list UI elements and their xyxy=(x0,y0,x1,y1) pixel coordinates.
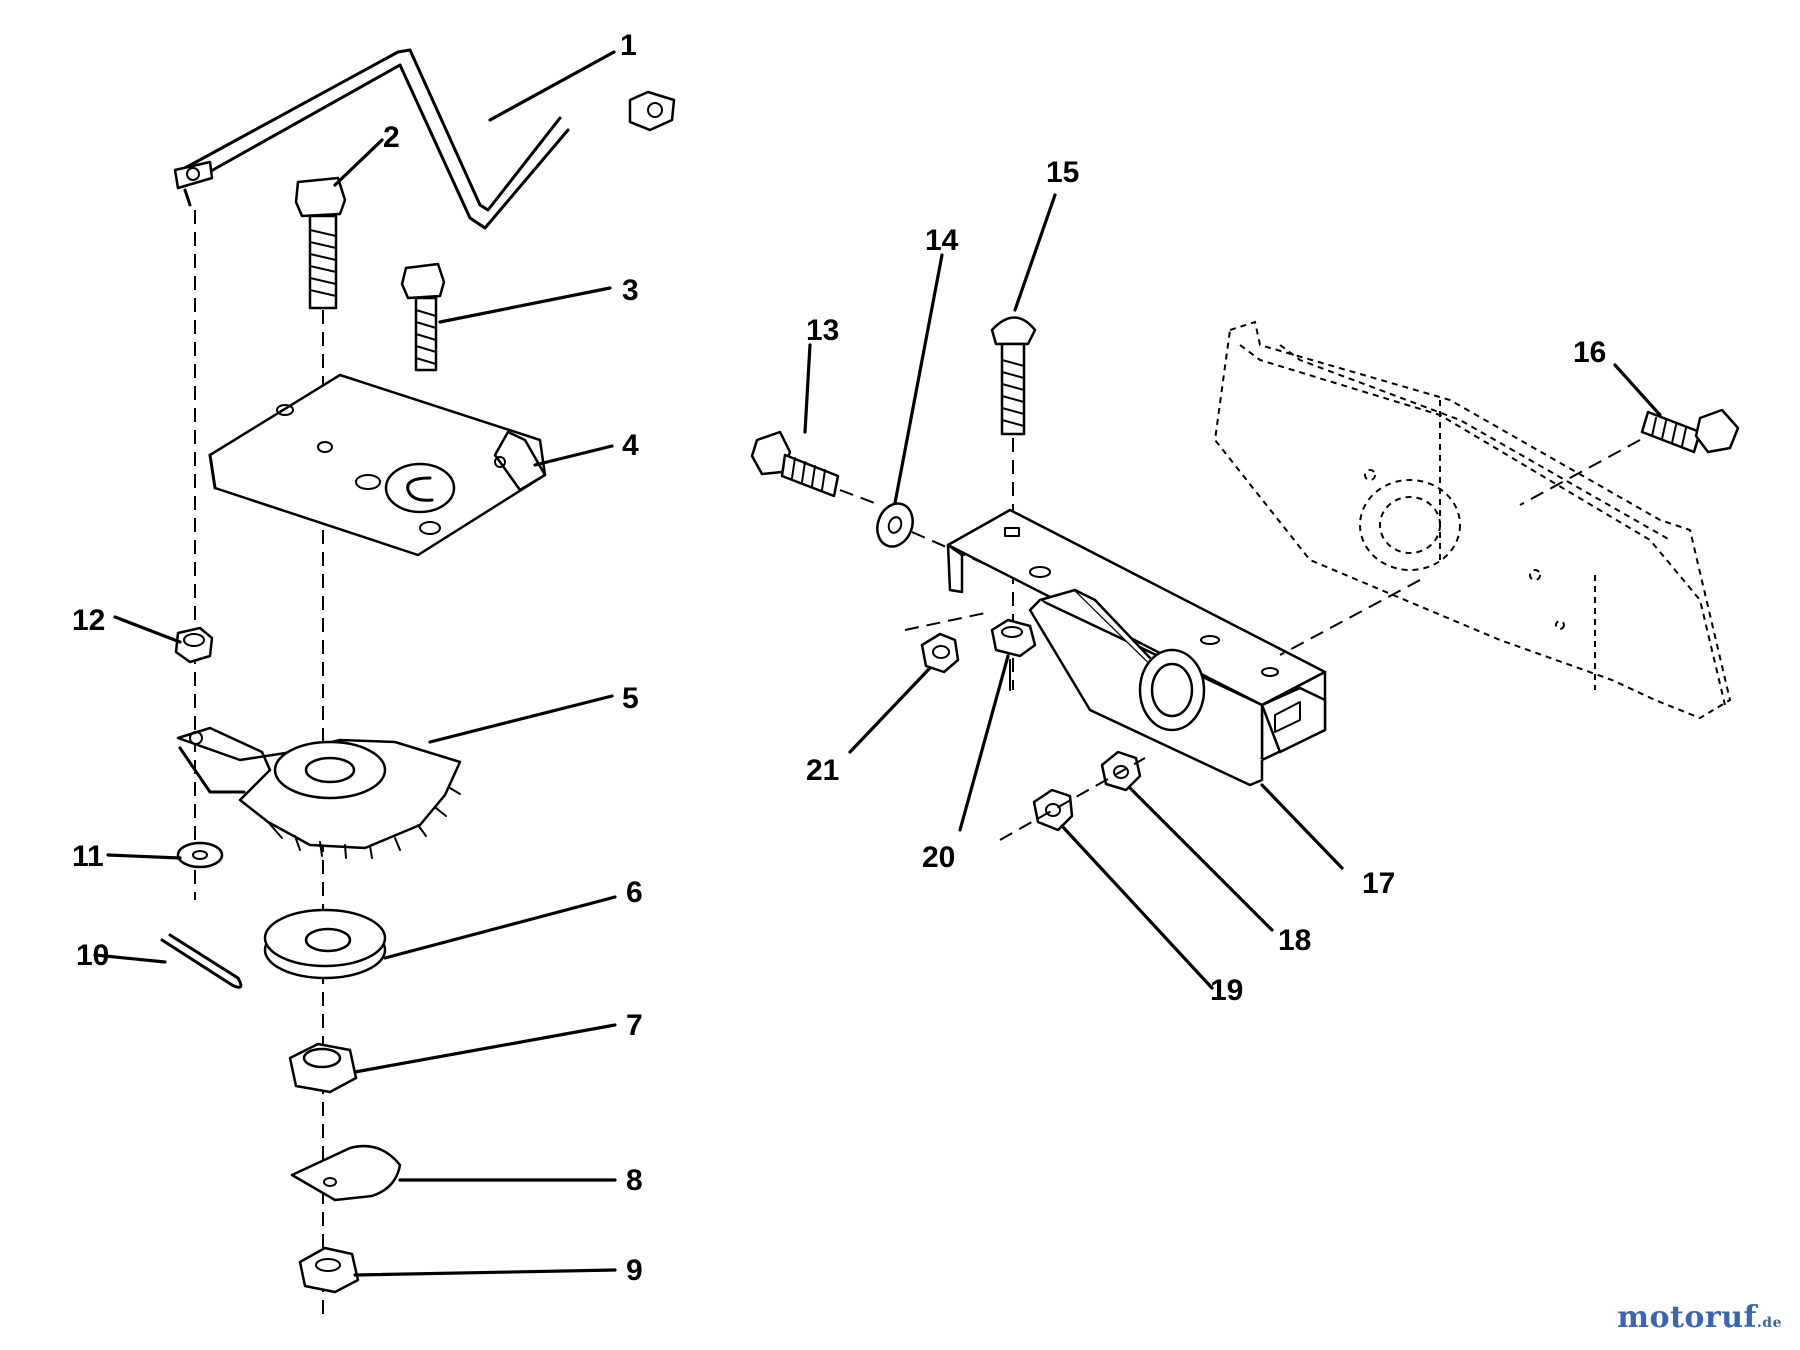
part-7-nut xyxy=(288,1042,358,1094)
part-16-bolt xyxy=(1640,408,1740,454)
part-12-nut xyxy=(174,626,214,664)
part-21-nut xyxy=(920,632,960,674)
part-20-nut xyxy=(990,618,1037,658)
callout-10: 10 xyxy=(76,939,109,972)
callout-21: 21 xyxy=(806,754,839,787)
watermark-brand: motoruf xyxy=(1617,1300,1757,1335)
callout-19: 19 xyxy=(1210,974,1243,1007)
callout-labels: 1 2 3 4 5 6 7 8 9 10 11 12 13 14 15 16 1… xyxy=(72,29,1606,1287)
callout-15: 15 xyxy=(1046,156,1079,189)
part-9-nut xyxy=(298,1246,360,1294)
callout-2: 2 xyxy=(383,121,400,154)
part-1-shift-rod xyxy=(173,48,676,230)
callout-17: 17 xyxy=(1362,867,1395,900)
callout-6: 6 xyxy=(626,876,643,909)
callout-12: 12 xyxy=(72,604,105,637)
part-16-frame-outline xyxy=(1213,320,1732,720)
callout-5: 5 xyxy=(622,682,639,715)
callout-16: 16 xyxy=(1573,336,1606,369)
callout-1: 1 xyxy=(620,29,637,62)
part-4-bracket xyxy=(208,373,547,557)
part-3-screw xyxy=(400,262,446,372)
part-10-cotter-pin xyxy=(160,933,243,989)
part-19-nut xyxy=(1032,788,1074,832)
part-15-carriage-bolt xyxy=(990,316,1037,436)
callout-4: 4 xyxy=(622,429,639,462)
part-5-gear-sector xyxy=(176,726,462,859)
part-17-main-bracket xyxy=(946,508,1327,787)
watermark-tld: .de xyxy=(1756,1315,1782,1331)
part-14-washer xyxy=(876,502,914,548)
callout-3: 3 xyxy=(622,274,639,307)
callout-7: 7 xyxy=(626,1009,643,1042)
part-13-bolt xyxy=(750,430,840,498)
callout-18: 18 xyxy=(1278,924,1311,957)
callout-13: 13 xyxy=(806,314,839,347)
part-11-washer xyxy=(176,841,224,869)
part-2-bolt xyxy=(294,176,347,310)
part-6-washer xyxy=(263,908,387,980)
callout-9: 9 xyxy=(626,1254,643,1287)
part-8-clip xyxy=(290,1144,402,1202)
callout-20: 20 xyxy=(922,841,955,874)
leader-lines xyxy=(93,50,1662,1277)
watermark-logo: motoruf.de xyxy=(1617,1300,1782,1335)
callout-11: 11 xyxy=(72,840,104,873)
callout-8: 8 xyxy=(626,1164,643,1197)
callout-14: 14 xyxy=(925,224,959,257)
